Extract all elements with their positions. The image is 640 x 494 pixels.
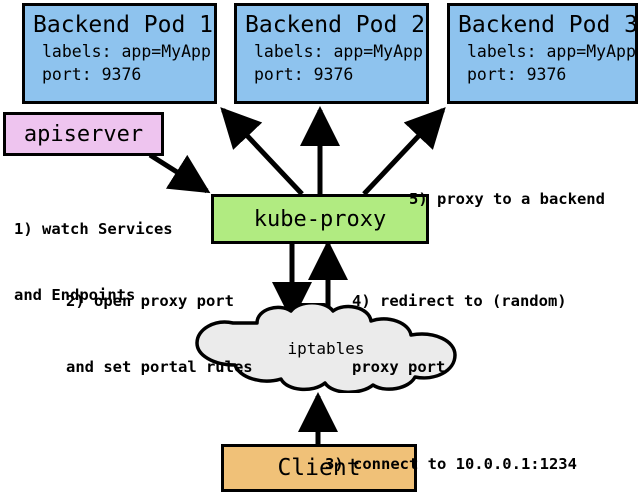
kube-proxy-title: kube-proxy [253,206,387,232]
annotation-step-4-line-1: 4) redirect to (random) [352,292,567,310]
annotation-step-5-line-1: 5) proxy to a backend [409,190,605,208]
annotation-step-2-line-2: and set portal rules [66,358,253,376]
annotation-step-2-line-1: 2) open proxy port [66,292,234,310]
annotation-step-4-line-2: proxy port [352,358,446,376]
pod-3-title: Backend Pod 3 [458,12,639,38]
pod-2-labels: labels: app=MyApp [254,42,423,61]
annotation-step-3: 3) connect to 10.0.0.1:1234 [325,409,577,494]
node-apiserver[interactable]: apiserver [3,112,164,156]
apiserver-title: apiserver [23,121,144,147]
annotation-step-4: 4) redirect to (random) proxy port [352,246,567,422]
arrow-kubeproxy-to-pod1 [220,107,304,196]
annotation-step-1: 1) watch Services and Endpoints [14,174,173,350]
pod-3-port: port: 9376 [467,65,567,84]
annotation-step-1-line-2: and Endpoints [14,286,136,304]
cloud-shape-icon [195,301,457,394]
client-title: Client [277,455,361,481]
pod-1-labels: labels: app=MyApp [42,42,211,61]
node-client[interactable]: Client [221,444,417,492]
pod-1-title: Backend Pod 1 [33,12,214,38]
pod-1-port: port: 9376 [42,65,142,84]
node-kube-proxy[interactable]: kube-proxy [211,194,429,244]
pod-3-labels: labels: app=MyApp [467,42,636,61]
pod-2-port: port: 9376 [254,65,354,84]
node-backend-pod-2[interactable]: Backend Pod 2 labels: app=MyApp port: 93… [234,3,429,104]
annotation-step-3-line-1: 3) connect to 10.0.0.1:1234 [325,455,577,473]
annotation-step-2: 2) open proxy port and set portal rules [66,246,253,422]
annotation-step-5: 5) proxy to a backend [409,144,605,254]
pod-2-title: Backend Pod 2 [245,12,426,38]
node-backend-pod-1[interactable]: Backend Pod 1 labels: app=MyApp port: 93… [22,3,217,104]
node-backend-pod-3[interactable]: Backend Pod 3 labels: app=MyApp port: 93… [447,3,638,104]
annotation-step-1-line-1: 1) watch Services [14,220,173,238]
